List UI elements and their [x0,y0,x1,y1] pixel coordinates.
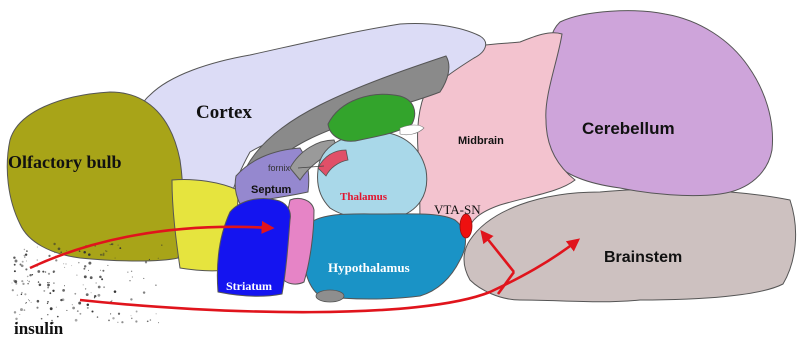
cerebellum-region [542,11,772,196]
label-septum: Septum [251,184,292,196]
hypothalamus-region [304,214,466,299]
small-gray-nucleus [316,290,344,302]
label-olfactory-bulb: Olfactory bulb [8,152,122,172]
vta-sn-dot [460,214,472,238]
thalamus-region [318,132,427,220]
label-insulin: insulin [14,319,64,338]
label-cerebellum: Cerebellum [582,119,675,138]
label-brainstem: Brainstem [604,249,682,266]
label-midbrain: Midbrain [458,135,504,147]
label-cortex: Cortex [196,102,252,123]
label-fornix: fornix [268,163,291,173]
label-striatum: Striatum [226,279,272,293]
brainstem-region [464,189,796,302]
label-thalamus: Thalamus [340,191,388,203]
label-hypothalamus: Hypothalamus [328,260,410,275]
olfactory-bulb-region [7,92,183,261]
label-vta-sn: VTA-SN [434,202,481,217]
